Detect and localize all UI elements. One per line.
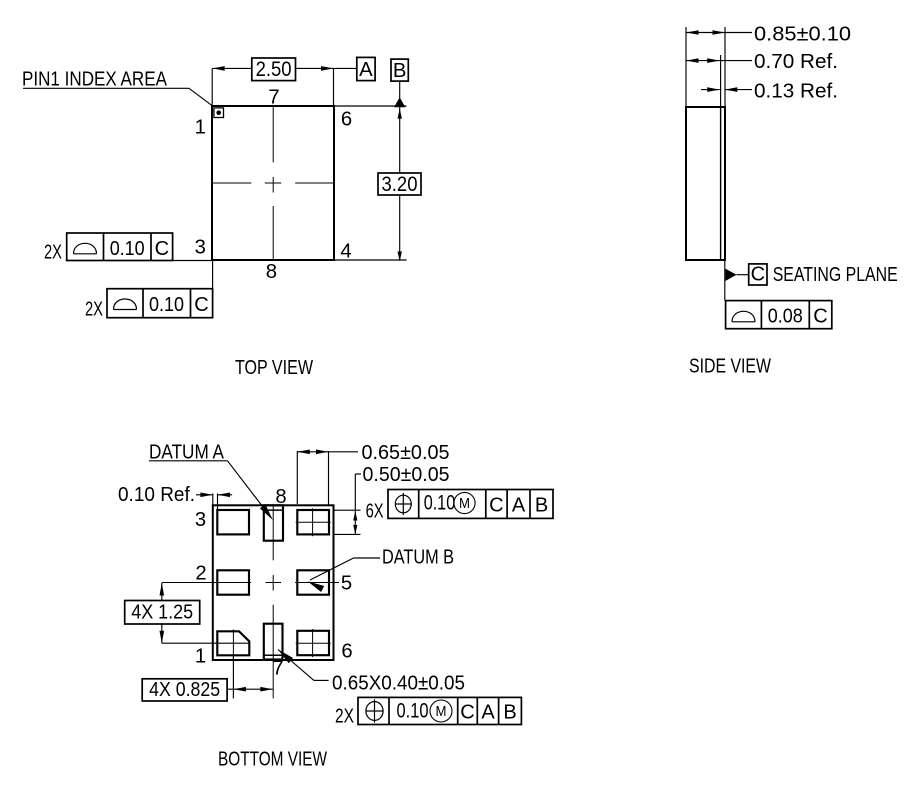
svg-text:0.08: 0.08 — [768, 306, 803, 328]
svg-text:A: A — [481, 702, 495, 724]
svg-text:7: 7 — [268, 87, 279, 109]
svg-text:0.50±0.05: 0.50±0.05 — [363, 464, 450, 486]
svg-text:A: A — [359, 59, 373, 81]
svg-text:8: 8 — [275, 486, 286, 508]
svg-text:6X: 6X — [366, 500, 384, 522]
svg-text:0.65X0.40±0.05: 0.65X0.40±0.05 — [332, 673, 465, 695]
svg-text:M: M — [459, 496, 470, 512]
svg-text:C: C — [194, 294, 208, 316]
svg-text:5: 5 — [341, 573, 352, 595]
svg-text:8: 8 — [266, 261, 277, 283]
svg-text:TOP VIEW: TOP VIEW — [235, 357, 314, 379]
svg-text:C: C — [751, 264, 765, 286]
svg-text:2X: 2X — [44, 242, 62, 264]
svg-text:C: C — [489, 495, 503, 517]
svg-text:0.10 Ref.: 0.10 Ref. — [118, 484, 195, 506]
svg-text:0.10: 0.10 — [149, 294, 184, 316]
svg-text:B: B — [393, 60, 407, 82]
svg-text:0.10: 0.10 — [424, 492, 456, 515]
svg-text:C: C — [813, 306, 827, 328]
svg-text:0.10: 0.10 — [110, 238, 145, 260]
svg-text:4X 0.825: 4X 0.825 — [149, 679, 220, 701]
svg-text:2X: 2X — [335, 706, 354, 728]
svg-text:6: 6 — [341, 641, 352, 663]
svg-text:2X: 2X — [85, 299, 103, 321]
svg-text:3: 3 — [195, 237, 206, 259]
svg-text:0.13 Ref.: 0.13 Ref. — [754, 81, 838, 103]
svg-text:0.10: 0.10 — [397, 700, 429, 723]
svg-text:0.65±0.05: 0.65±0.05 — [362, 442, 450, 464]
svg-text:DATUM A: DATUM A — [149, 442, 224, 464]
svg-text:2.50: 2.50 — [256, 58, 292, 81]
svg-text:M: M — [436, 704, 447, 720]
svg-text:B: B — [503, 702, 516, 724]
svg-text:3.20: 3.20 — [382, 173, 418, 196]
svg-text:3: 3 — [195, 509, 206, 531]
svg-text:DATUM B: DATUM B — [382, 547, 454, 569]
svg-text:0.85±0.10: 0.85±0.10 — [754, 24, 851, 46]
svg-text:SIDE VIEW: SIDE VIEW — [689, 356, 772, 378]
svg-text:4X 1.25: 4X 1.25 — [131, 602, 193, 624]
svg-text:0.70 Ref.: 0.70 Ref. — [754, 51, 838, 73]
svg-text:6: 6 — [341, 109, 352, 131]
svg-text:7: 7 — [272, 658, 283, 680]
svg-text:PIN1 INDEX AREA: PIN1 INDEX AREA — [22, 69, 167, 91]
svg-text:4: 4 — [340, 241, 351, 263]
svg-text:1: 1 — [195, 646, 206, 668]
svg-text:A: A — [512, 495, 526, 517]
svg-text:SEATING PLANE: SEATING PLANE — [773, 264, 898, 286]
svg-text:BOTTOM VIEW: BOTTOM VIEW — [218, 749, 328, 771]
svg-text:2: 2 — [195, 563, 206, 585]
svg-text:B: B — [535, 495, 548, 517]
svg-text:1: 1 — [195, 117, 206, 139]
svg-text:C: C — [460, 702, 474, 724]
svg-text:C: C — [155, 238, 169, 260]
